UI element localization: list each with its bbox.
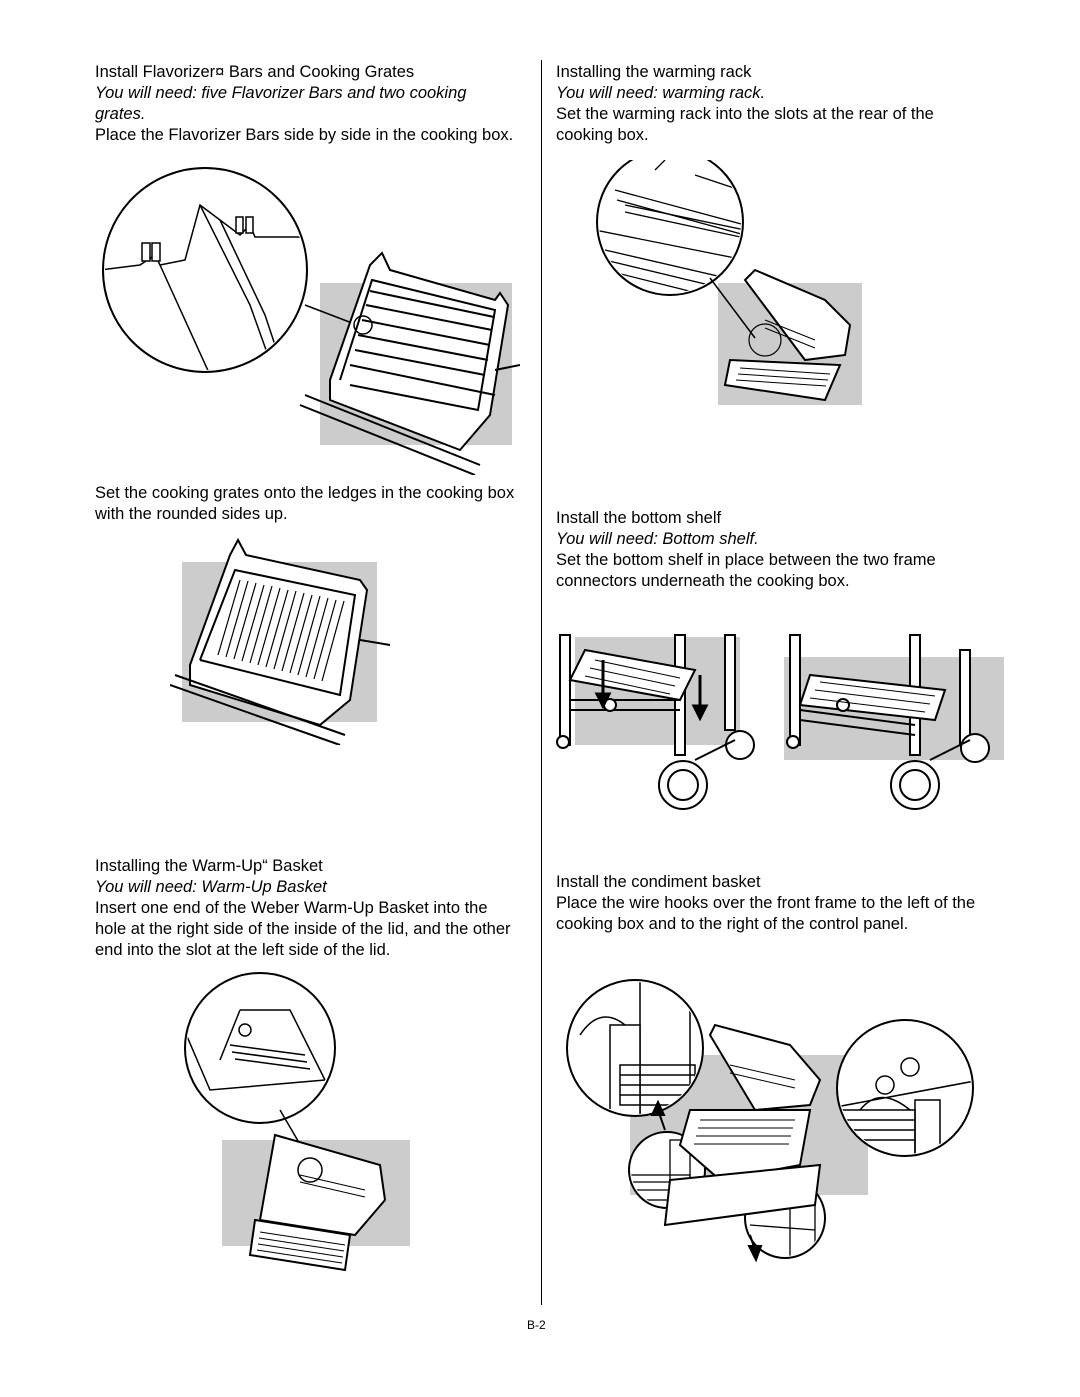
section-bottom-shelf: Install the bottom shelf You will need: … [556, 508, 976, 592]
condiment-basket-illustration [560, 970, 980, 1280]
needs-note: You will need: Warm-Up Basket [95, 878, 327, 896]
instruction-text: Place the Flavorizer Bars side by side i… [95, 126, 514, 144]
section-condiment-basket: Install the condiment basket Place the w… [556, 872, 976, 935]
section-title: Install Flavorizer¤ Bars and Cooking Gra… [95, 63, 415, 81]
instruction-text: Set the cooking grates onto the ledges i… [95, 484, 515, 523]
warm-up-basket-illustration [180, 970, 420, 1280]
needs-note: You will need: five Flavorizer Bars and … [95, 84, 467, 123]
section-flavorizer: Install Flavorizer¤ Bars and Cooking Gra… [95, 62, 520, 146]
needs-note: You will need: Bottom shelf. [556, 530, 759, 548]
cooking-grates-illustration [170, 535, 410, 745]
section-warming-rack: Installing the warming rack You will nee… [556, 62, 976, 146]
instruction-text: Place the wire hooks over the front fram… [556, 894, 976, 933]
section-title: Installing the warming rack [556, 63, 752, 81]
column-divider [541, 60, 542, 1305]
section-warm-up-basket: Installing the Warm-Up“ Basket You will … [95, 856, 523, 961]
bottom-shelf-illustration [555, 630, 1005, 810]
instruction-text: Insert one end of the Weber Warm-Up Bask… [95, 899, 511, 959]
needs-note: You will need: warming rack. [556, 84, 766, 102]
section-title: Install the condiment basket [556, 873, 761, 891]
warming-rack-illustration [595, 160, 865, 410]
section-title: Installing the Warm-Up“ Basket [95, 857, 323, 875]
instruction-text: Set the bottom shelf in place between th… [556, 551, 936, 590]
instruction-text: Set the warming rack into the slots at t… [556, 105, 934, 144]
page-number: B-2 [527, 1318, 546, 1332]
flavorizer-bars-illustration [100, 165, 520, 475]
section-cooking-grates: Set the cooking grates onto the ledges i… [95, 483, 520, 525]
section-title: Install the bottom shelf [556, 509, 722, 527]
